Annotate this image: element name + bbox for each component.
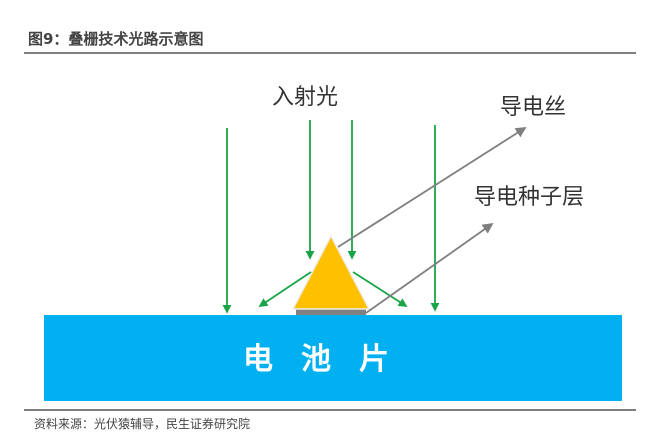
cell-label: 电池片	[243, 342, 417, 377]
seed-layer-label: 导电种子层	[474, 185, 584, 210]
seed-layer	[296, 309, 366, 315]
conductive-wire-triangle	[291, 234, 371, 310]
figure-title: 图9：叠栅技术光路示意图	[28, 30, 204, 48]
incident-light-arrows	[222, 120, 440, 314]
source-note: 资料来源：光伏猿辅导，民生证券研究院	[34, 417, 251, 431]
reflected-light-arrow	[352, 271, 408, 307]
reflected-light-arrow	[258, 271, 312, 307]
seed-layer-pointer-arrow	[365, 222, 494, 314]
solar-cell	[44, 315, 622, 401]
incident-light-label: 入射光	[272, 85, 338, 110]
conductive-wire-label: 导电丝	[500, 95, 566, 120]
wire-pointer-arrow	[337, 127, 527, 248]
